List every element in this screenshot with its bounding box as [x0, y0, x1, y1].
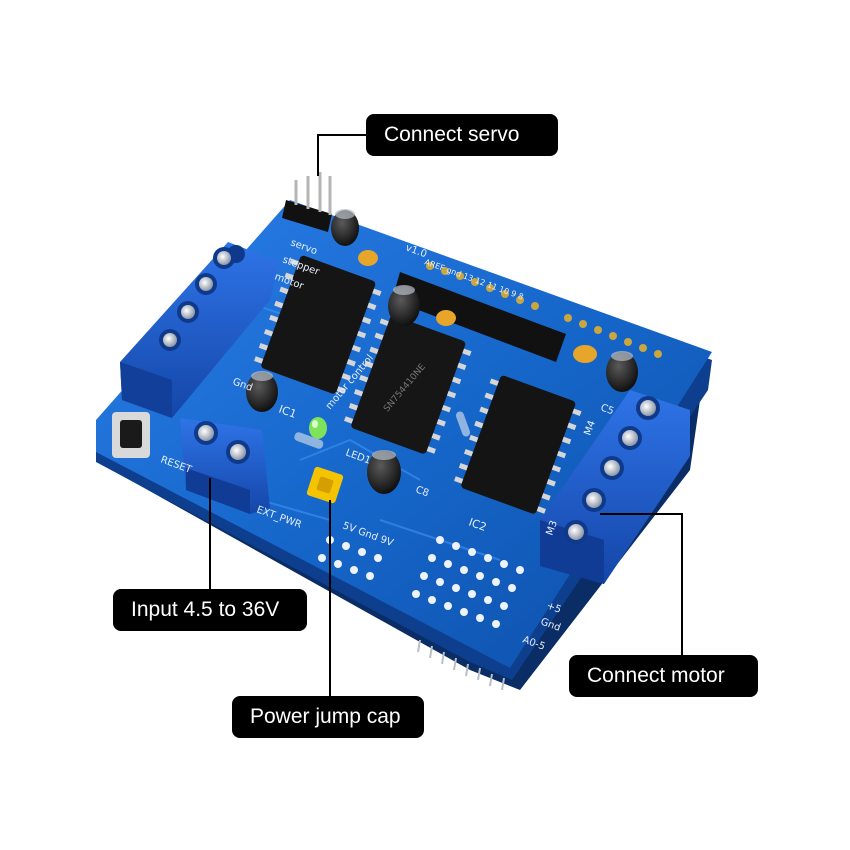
- motor-leader: [600, 513, 683, 655]
- digital-header: [392, 262, 662, 362]
- bottom-header-pins: [417, 639, 505, 691]
- silk-c8: C8: [414, 484, 430, 499]
- ic3-chip: [454, 375, 582, 514]
- silk-ic1: IC1: [277, 403, 298, 421]
- power-terminal-block: [180, 418, 270, 514]
- power-jumper: [306, 466, 344, 504]
- left-terminal-block: [120, 242, 280, 418]
- right-terminal-block: [540, 390, 690, 584]
- callout-power-jump-cap: Power jump cap: [232, 696, 424, 738]
- silk-m4: M4: [582, 419, 597, 437]
- silk-m3: M3: [544, 519, 559, 537]
- silk-c5: C5: [599, 402, 615, 417]
- reset-button: [112, 412, 150, 458]
- ic2-chip: SN754410NE: [344, 315, 472, 454]
- silk-plus5: +5: [545, 600, 563, 615]
- ceramic-capacitors: [358, 250, 597, 363]
- servo-leader: [317, 134, 366, 176]
- callout-connect-servo: Connect servo: [366, 114, 558, 156]
- resistors: [294, 411, 471, 449]
- led: [309, 417, 327, 439]
- capacitors: [246, 209, 638, 494]
- silk-ic2: IC2: [467, 516, 488, 534]
- callout-connect-motor: Connect motor: [569, 655, 758, 697]
- servo-header: [282, 172, 332, 232]
- ic1-chip: [254, 255, 382, 394]
- callout-leaders: [209, 134, 683, 696]
- callout-input-voltage: Input 4.5 to 36V: [113, 589, 307, 631]
- pad-matrix: [318, 536, 524, 628]
